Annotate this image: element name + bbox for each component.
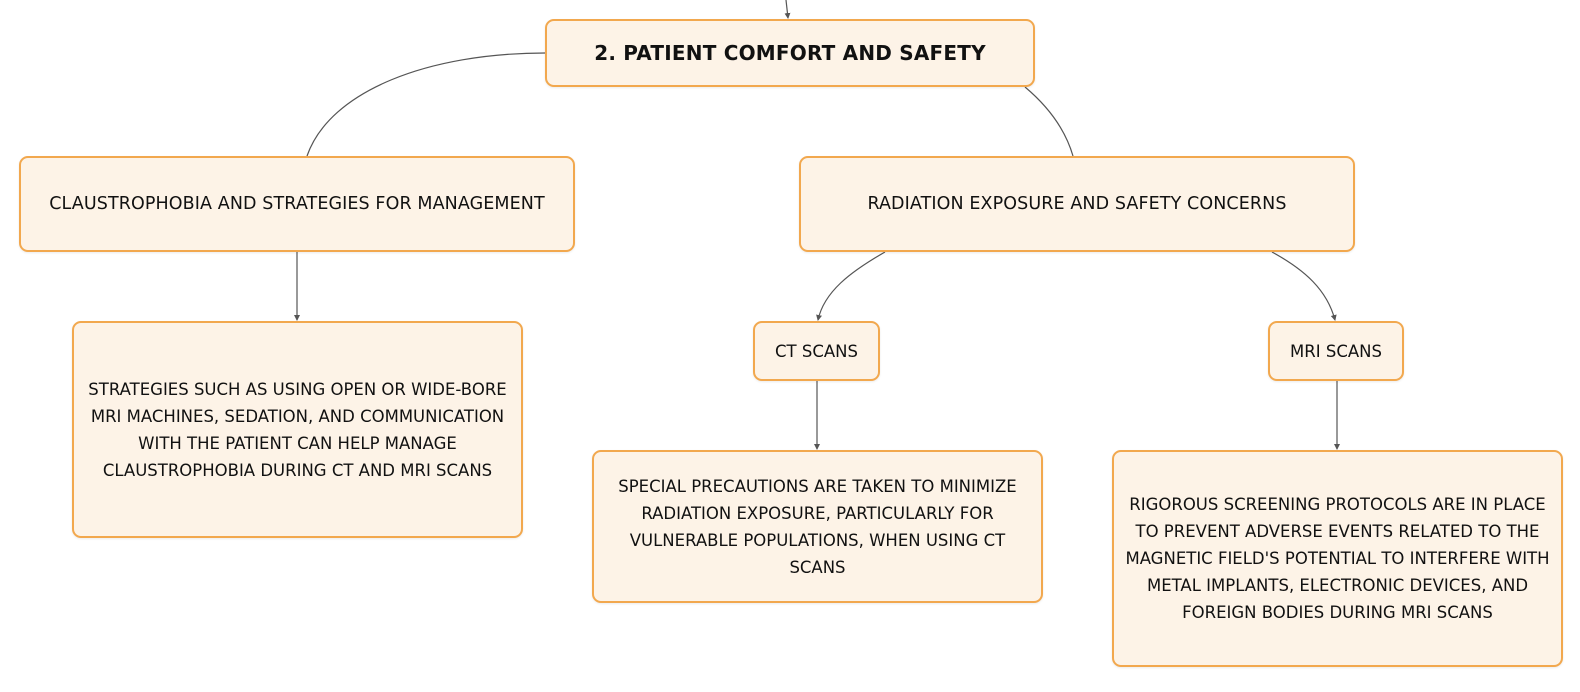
ct-scans-detail-node[interactable]: SPECIAL PRECAUTIONS ARE TAKEN TO MINIMIZ… (592, 450, 1043, 603)
claustrophobia-node[interactable]: CLAUSTROPHOBIA AND STRATEGIES FOR MANAGE… (19, 156, 575, 252)
ct-scans-detail-text: SPECIAL PRECAUTIONS ARE TAKEN TO MINIMIZ… (618, 476, 1017, 577)
mri-scans-detail-text: RIGOROUS SCREENING PROTOCOLS ARE IN PLAC… (1125, 495, 1550, 622)
connector-root-to-claustrophobia (306, 52, 546, 157)
ct-scans-node-label: CT SCANS (775, 341, 858, 361)
connector-root-to-radiation (1024, 86, 1074, 157)
mri-scans-detail-node[interactable]: RIGOROUS SCREENING PROTOCOLS ARE IN PLAC… (1112, 450, 1563, 667)
connector-parent-to-root (784, 0, 791, 19)
radiation-node[interactable]: RADIATION EXPOSURE AND SAFETY CONCERNS (799, 156, 1355, 252)
radiation-node-label: RADIATION EXPOSURE AND SAFETY CONCERNS (867, 194, 1287, 214)
claustrophobia-node-label: CLAUSTROPHOBIA AND STRATEGIES FOR MANAGE… (49, 194, 545, 214)
connector-radiation-to-ct (816, 251, 886, 321)
ct-scans-node[interactable]: CT SCANS (753, 321, 880, 381)
claustrophobia-detail-node[interactable]: STRATEGIES SUCH AS USING OPEN OR WIDE-BO… (72, 321, 523, 538)
mri-scans-node-label: MRI SCANS (1290, 341, 1382, 361)
mri-scans-node[interactable]: MRI SCANS (1268, 321, 1404, 381)
root-node[interactable]: 2. PATIENT COMFORT AND SAFETY (545, 19, 1035, 87)
connector-radiation-to-mri (1271, 251, 1337, 321)
claustrophobia-detail-text: STRATEGIES SUCH AS USING OPEN OR WIDE-BO… (88, 379, 507, 480)
root-node-label: 2. PATIENT COMFORT AND SAFETY (594, 41, 986, 65)
